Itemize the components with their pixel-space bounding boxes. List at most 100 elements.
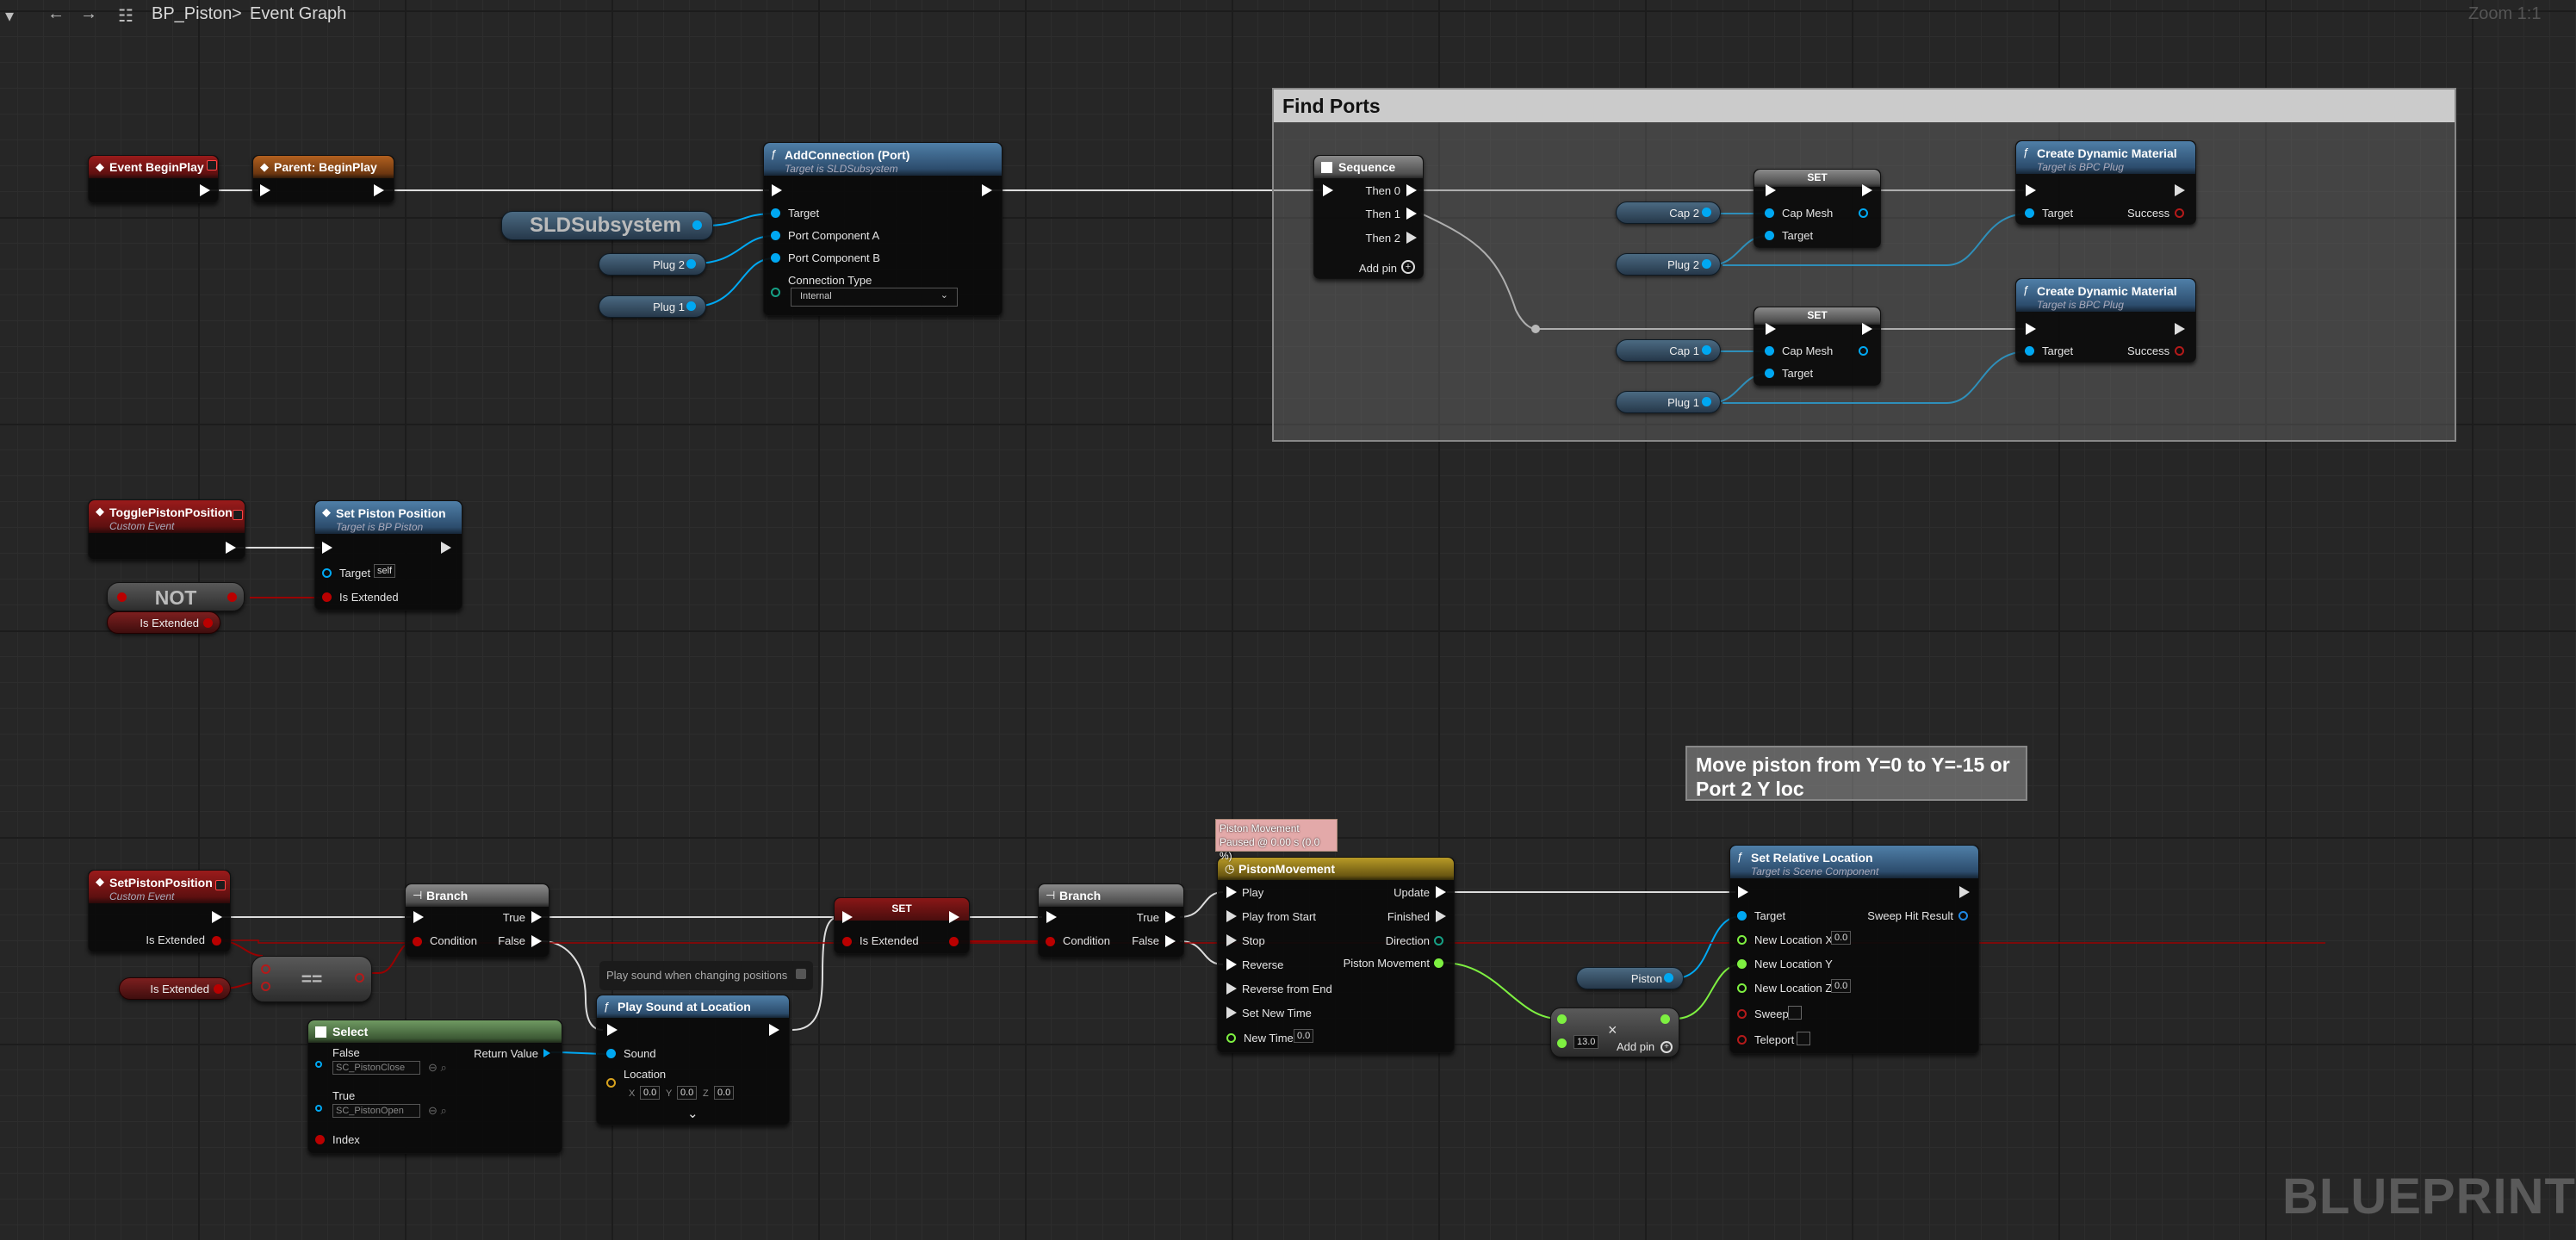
location-x-input[interactable]: 0.0 [640, 1086, 661, 1100]
exec-out-pin[interactable] [1862, 323, 1872, 335]
branch-node-2[interactable]: ⊣Branch [1038, 884, 1184, 958]
then1-pin[interactable] [1406, 208, 1417, 220]
connection-type-dropdown[interactable]: Internal⌄ [791, 288, 958, 307]
exec-in-pin[interactable] [413, 911, 424, 923]
target-pin[interactable] [2025, 208, 2034, 218]
delegate-pin[interactable] [207, 160, 217, 170]
target-pin[interactable] [771, 208, 780, 218]
success-pin[interactable] [2175, 208, 2184, 218]
add-pin-icon[interactable]: + [1401, 260, 1415, 274]
comment-move-piston[interactable]: Move piston from Y=0 to Y=-15 or Port 2 … [1685, 746, 2027, 801]
is-extended-getter[interactable]: Is Extended [107, 611, 220, 634]
direction-pin[interactable] [1434, 936, 1443, 946]
equals-out-pin[interactable] [355, 973, 364, 983]
delegate-pin[interactable] [215, 880, 226, 890]
exec-out-pin[interactable] [1959, 886, 1970, 898]
forward-arrow-icon[interactable]: → [80, 4, 97, 23]
exec-in-pin[interactable] [1766, 184, 1776, 196]
multiply-out-pin[interactable] [1660, 1014, 1670, 1024]
teleport-pin[interactable] [1737, 1035, 1747, 1045]
target-pin[interactable] [1737, 911, 1747, 921]
add-pin-label[interactable]: Add pin [1617, 1040, 1655, 1053]
asset-browse-icon[interactable]: ⊖ ⌕ [428, 1061, 447, 1074]
sweep-pin[interactable] [1737, 1009, 1747, 1019]
multiply-in-b-pin[interactable] [1557, 1038, 1567, 1048]
target-pin[interactable] [1765, 231, 1774, 240]
is-extended-in-pin[interactable] [842, 937, 852, 946]
new-location-z-pin[interactable] [1737, 983, 1747, 993]
sound-pin[interactable] [606, 1049, 616, 1058]
new-location-x-pin[interactable] [1737, 935, 1747, 945]
is-extended-pin[interactable] [322, 592, 332, 602]
expand-chevron-icon[interactable]: ⌄ [687, 1107, 698, 1121]
sequence-node[interactable]: Sequence [1313, 155, 1424, 279]
new-location-x-input[interactable]: 0.0 [1831, 931, 1852, 945]
cap2-out-pin[interactable] [1702, 208, 1711, 217]
parent-beginplay-node[interactable]: ◆Parent: BeginPlay [252, 155, 394, 203]
plug2-out-pin[interactable] [1702, 259, 1711, 269]
set-is-extended-node[interactable]: SET [834, 897, 970, 954]
new-time-pin[interactable] [1226, 1033, 1236, 1043]
false-option-dropdown[interactable]: SC_PistonClose [332, 1061, 420, 1075]
exec-out-pin[interactable] [441, 542, 451, 554]
plug2-out-pin[interactable] [686, 259, 696, 269]
exec-in-pin[interactable] [2026, 323, 2036, 335]
connection-type-pin[interactable] [771, 288, 780, 297]
sweep-hit-result-pin[interactable] [1958, 911, 1968, 921]
exec-in-pin[interactable] [1046, 911, 1057, 923]
exec-out-pin[interactable] [2175, 323, 2185, 335]
piston-movement-out-pin[interactable] [1434, 958, 1443, 968]
asset-browse-icon[interactable]: ⊖ ⌕ [428, 1104, 447, 1117]
branch-node-1[interactable]: ⊣Branch [405, 884, 549, 958]
exec-out-pin[interactable] [226, 542, 236, 554]
delegate-pin[interactable] [233, 510, 243, 520]
piston-out-pin[interactable] [1664, 973, 1673, 983]
is-extended-out-pin[interactable] [212, 936, 221, 946]
cap-mesh-pin[interactable] [1765, 346, 1774, 356]
port-b-pin[interactable] [771, 253, 780, 263]
play-from-start-pin[interactable] [1226, 910, 1237, 922]
exec-in-pin[interactable] [1766, 323, 1776, 335]
breadcrumb-graph[interactable]: Event Graph [250, 4, 347, 23]
stop-pin[interactable] [1226, 934, 1237, 946]
new-location-y-pin[interactable] [1737, 959, 1747, 969]
update-pin[interactable] [1436, 886, 1446, 898]
set-cap-mesh-node-1[interactable]: SET [1754, 169, 1881, 248]
plug1-out-pin[interactable] [686, 301, 696, 311]
exec-out-pin[interactable] [212, 911, 222, 923]
location-z-input[interactable]: 0.0 [714, 1086, 735, 1100]
exec-in-pin[interactable] [842, 911, 853, 923]
condition-pin[interactable] [413, 937, 422, 946]
true-option-pin[interactable] [315, 1105, 322, 1112]
piston-movement-timeline-node[interactable]: ◷PistonMovement [1217, 857, 1455, 1053]
return-value-pin[interactable] [543, 1049, 550, 1057]
condition-pin[interactable] [1046, 937, 1055, 946]
add-pin-icon[interactable]: + [1660, 1041, 1673, 1053]
finished-pin[interactable] [1436, 910, 1446, 922]
true-pin[interactable] [1165, 911, 1176, 923]
cap-mesh-out-pin[interactable] [1859, 346, 1868, 356]
true-pin[interactable] [531, 911, 542, 923]
exec-in-pin[interactable] [1738, 886, 1748, 898]
target-pin[interactable] [1765, 369, 1774, 378]
blueprint-menu-icon[interactable]: ▾ [5, 7, 15, 26]
exec-in-pin[interactable] [1323, 184, 1333, 196]
new-location-z-input[interactable]: 0.0 [1831, 979, 1852, 993]
equals-node[interactable]: == [251, 956, 372, 1002]
multiply-in-a-pin[interactable] [1557, 1014, 1567, 1024]
add-pin-label[interactable]: Add pin [1358, 262, 1397, 275]
reverse-pin[interactable] [1226, 958, 1237, 970]
reverse-from-end-pin[interactable] [1226, 983, 1237, 995]
sld-subsystem-node[interactable]: SLDSubsystem [501, 211, 713, 240]
exec-in-pin[interactable] [607, 1024, 618, 1036]
pin-comment-icon[interactable] [796, 969, 806, 979]
exec-out-pin[interactable] [374, 184, 384, 196]
then2-pin[interactable] [1406, 232, 1417, 244]
equals-in-b-pin[interactable] [261, 982, 270, 991]
exec-in-pin[interactable] [322, 542, 332, 554]
